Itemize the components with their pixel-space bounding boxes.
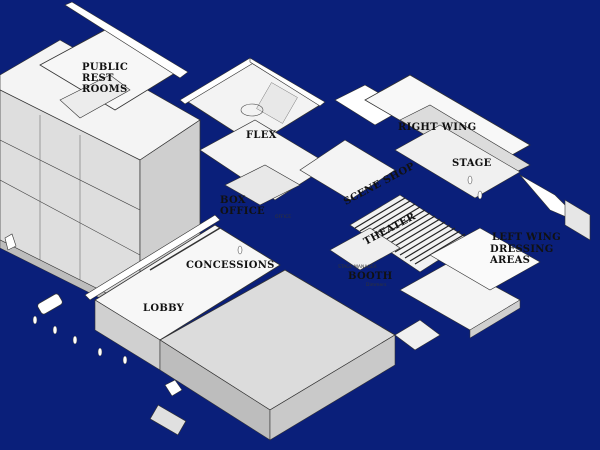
flex-room — [179, 57, 326, 146]
pedestrians — [32, 175, 483, 365]
label-stage: STAGE — [452, 158, 492, 169]
vehicles — [4, 233, 187, 436]
label-lobby: LOBBY — [143, 303, 185, 314]
label-small-office: OFFICE — [275, 215, 292, 220]
scene-shop — [299, 84, 406, 201]
label-dressing: DRESSING — [490, 244, 554, 255]
car-icon — [37, 293, 63, 315]
label-box-office: BOX OFFICE — [220, 195, 265, 217]
lower-roof-block — [159, 269, 441, 441]
stage-and-wings — [364, 74, 591, 241]
label-concessions: CONCESSIONS — [186, 260, 275, 271]
label-dimmers: Dimmers — [366, 283, 387, 288]
label-dressing-areas: DRESSING AREAS — [490, 244, 554, 266]
lobby-concessions — [84, 214, 281, 371]
flex-floor-pattern — [256, 82, 298, 124]
label-public: PUBLIC — [82, 62, 129, 73]
flex-seating-circle — [240, 103, 264, 117]
label-flex: FLEX — [246, 130, 277, 141]
label-office: OFFICE — [220, 206, 265, 217]
label-box: BOX — [220, 195, 246, 206]
label-stage-manager: STAGE MANAGER — [338, 265, 377, 270]
restroom-area — [39, 1, 189, 119]
label-right-wing: RIGHT WING — [398, 122, 477, 133]
truck-icon — [149, 404, 187, 436]
label-public-restrooms: PUBLIC REST ROOMS — [82, 62, 128, 95]
label-left-wing: LEFT WING — [492, 232, 561, 243]
label-rest: REST — [82, 73, 114, 84]
booth-and-dressing — [329, 227, 541, 339]
label-booth: BOOTH — [348, 271, 393, 282]
label-areas: AREAS — [490, 255, 531, 266]
label-rooms: ROOMS — [82, 84, 128, 95]
